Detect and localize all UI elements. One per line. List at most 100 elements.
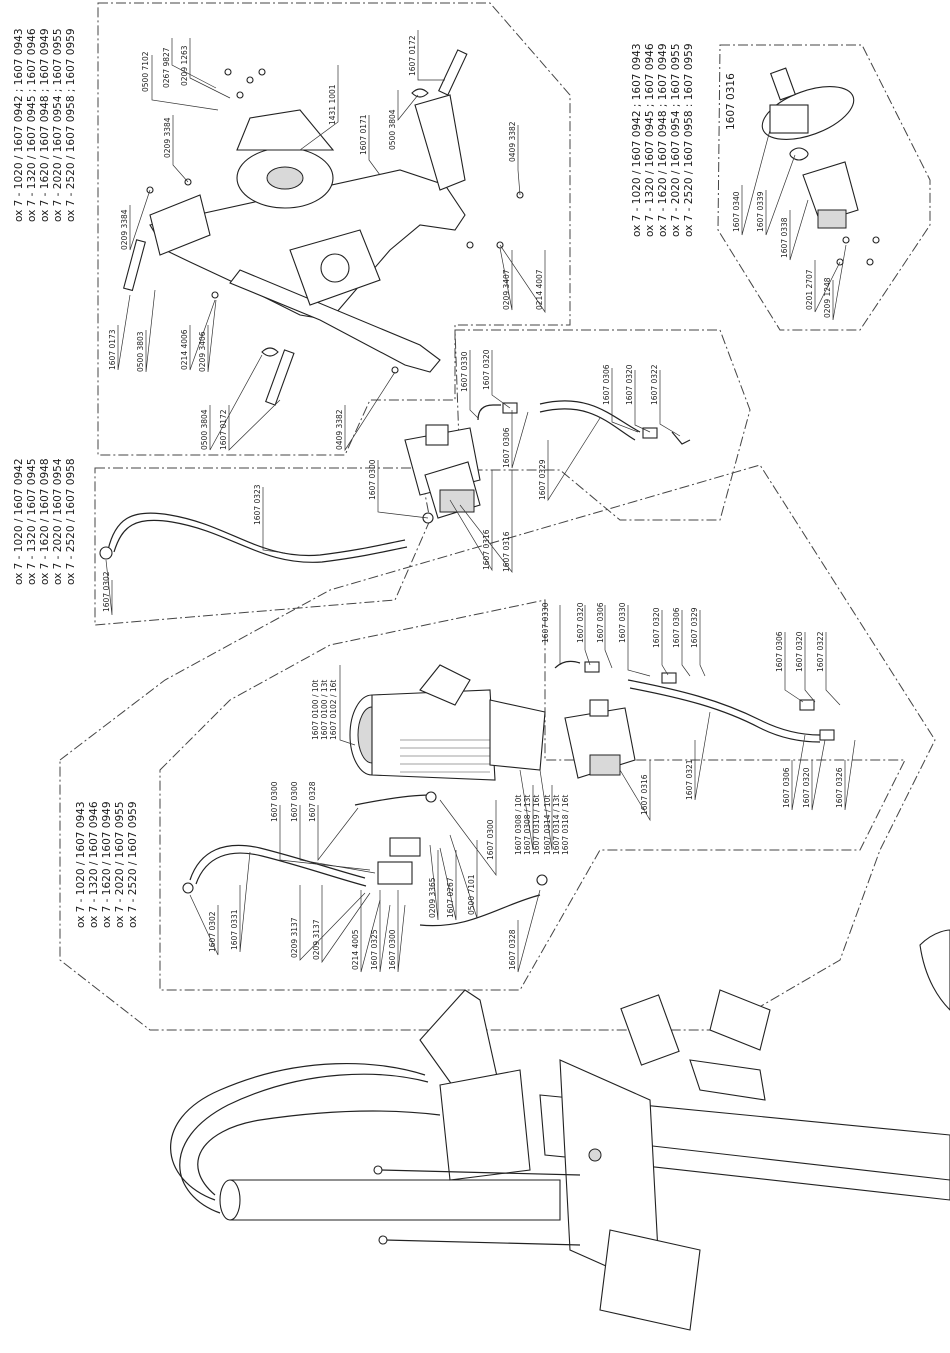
part-label: 1607 0318 / 16t — [561, 795, 570, 855]
frame-plate-left — [149, 194, 211, 256]
lever-knob — [378, 1235, 388, 1245]
part-label: 1607 0306 — [502, 427, 511, 468]
part-label: 1607 0300 — [270, 781, 279, 822]
table-bracket — [620, 994, 680, 1066]
hose-elbow — [671, 431, 691, 445]
model-line: ox 7 - 2020 / 1607 0955 — [114, 801, 126, 928]
adapter — [642, 427, 658, 439]
log-splitter-overview — [170, 929, 950, 1331]
part-label: 1607 0173 — [108, 329, 117, 370]
model-line: ox 7 - 2020 / 1607 0954 ; 1607 0955 — [670, 43, 682, 237]
part-label: 1607 0320 — [652, 607, 661, 648]
part-label: 1607 0314 / 10t — [543, 795, 552, 855]
drum-body — [236, 109, 335, 151]
model-line: ox 7 - 2020 / 1607 0954 — [52, 458, 64, 585]
model-line: ox 7 - 1620 / 1607 0949 — [101, 801, 113, 928]
part-label: 1607 0102 / 16t — [329, 680, 338, 740]
part-label: 1607 0316 — [640, 774, 649, 815]
elbow-fitting — [477, 404, 501, 421]
model-block-topright: ox 7 - 1020 / 1607 0942 ; 1607 0943 ox 7… — [631, 43, 695, 237]
electric-inner-boundary — [159, 599, 906, 991]
part-label: 1607 0330 — [541, 602, 550, 643]
valve-hose-upper — [354, 794, 431, 806]
part-label: 1607 0314 / 13t — [552, 795, 561, 855]
part-label: 1607 0316 — [482, 529, 491, 570]
model-line: ox 7 - 1320 / 1607 0945 ; 1607 0946 — [26, 28, 38, 222]
part-label: 1607 0267 — [446, 877, 455, 918]
bolt — [842, 236, 850, 244]
leaders-pto — [105, 350, 681, 616]
part-label: 1607 0339 — [756, 191, 765, 232]
cylinder-end — [219, 1179, 241, 1221]
part-label: 1607 0316 — [502, 531, 511, 572]
part-label: 1607 0302 — [208, 911, 217, 952]
model-line: ox 7 - 2520 / 1607 0959 — [127, 801, 139, 928]
control-valve-housing — [439, 1069, 531, 1181]
elbow — [554, 660, 581, 669]
machine-hose-3 — [197, 1110, 441, 1196]
hose-nut — [536, 874, 548, 886]
model-line: ox 7 - 2520 / 1607 0958 — [65, 458, 77, 585]
bolt — [258, 68, 266, 76]
pto-hose-group-boundary — [94, 467, 431, 626]
suction-hose-outer — [629, 687, 821, 743]
machine-hose-2 — [179, 1073, 429, 1214]
part-label: 1607 0320 — [795, 631, 804, 672]
electric-group-boundary — [59, 464, 936, 1031]
nut — [466, 241, 474, 249]
bolt — [872, 236, 880, 244]
hose-nut — [182, 882, 194, 894]
part-label: 0201 2707 — [805, 269, 814, 310]
model-block-middle: ox 7 - 1020 / 1607 0942 ox 7 - 1320 / 16… — [13, 458, 77, 585]
part-label: 0209 3137 — [290, 917, 299, 958]
model-line: ox 7 - 1020 / 1607 0942 ; 1607 0943 — [631, 43, 643, 237]
handle-knob — [588, 1148, 602, 1162]
part-label: 1607 0306 — [782, 767, 791, 808]
model-line: ox 7 - 1020 / 1607 0942 ; 1607 0943 — [13, 28, 25, 222]
part-label: 1607 0323 — [253, 484, 262, 525]
machine-hose-1 — [170, 1062, 426, 1201]
part-label: 1607 0300 — [290, 781, 299, 822]
pump-mount-group-boundary — [717, 44, 931, 331]
model-line: ox 7 - 2020 / 1607 0954 ; 1607 0955 — [52, 28, 64, 222]
part-labels: 0500 7102 0267 9827 0209 1263 1431 1001 … — [102, 35, 844, 970]
support-frame — [689, 1059, 766, 1101]
part-label: 0500 7102 — [141, 51, 150, 92]
part-label: 1607 0300 — [388, 929, 397, 970]
adapter — [799, 699, 815, 711]
drive-shaft — [769, 67, 797, 101]
part-label: 0209 3137 — [312, 919, 321, 960]
valve-plate — [389, 837, 421, 857]
part-label: 1607 0308 / 10t — [514, 795, 523, 855]
part-label: 1607 0172 — [219, 409, 228, 450]
bolt — [866, 258, 874, 266]
bolt — [246, 76, 254, 84]
part-label: 1607 0329 — [538, 459, 547, 500]
leaders-electric — [189, 605, 856, 973]
lever-knob — [373, 1165, 383, 1175]
part-label: 0209 3406 — [198, 331, 207, 372]
part-label: 1607 0326 — [835, 767, 844, 808]
part-label: 1607 0172 — [408, 35, 417, 76]
pump-mount-part-number: 1607 0316 — [725, 73, 737, 130]
model-block-topleft: ox 7 - 1020 / 1607 0942 ; 1607 0943 ox 7… — [13, 28, 77, 222]
part-label: 1607 0331 — [230, 909, 239, 950]
frame-lower-beam — [229, 269, 441, 373]
pto-pump-assembly — [99, 400, 691, 563]
part-label: 0500 3804 — [388, 109, 397, 150]
model-line: ox 7 - 2520 / 1607 0958 ; 1607 0959 — [65, 28, 77, 222]
part-label: 0209 1263 — [180, 45, 189, 86]
part-label: 1607 0308 / 13t — [523, 795, 532, 855]
pto-pump-end — [439, 489, 475, 513]
pin-left — [122, 239, 146, 292]
motor-housing-edge — [919, 929, 950, 1011]
cylinder-hose — [189, 844, 366, 881]
model-line: ox 7 - 1620 / 1607 0948 — [39, 458, 51, 585]
model-block-lower: ox 7 - 1020 / 1607 0943 ox 7 - 1320 / 16… — [75, 801, 139, 928]
electric-motor-assembly — [182, 660, 835, 927]
model-line: ox 7 - 2520 / 1607 0958 : 1607 0959 — [683, 43, 695, 237]
part-label: 1607 0320 — [576, 602, 585, 643]
part-label: 0500 3803 — [136, 331, 145, 372]
side-table — [709, 989, 771, 1051]
motor-terminal-box — [419, 664, 471, 706]
